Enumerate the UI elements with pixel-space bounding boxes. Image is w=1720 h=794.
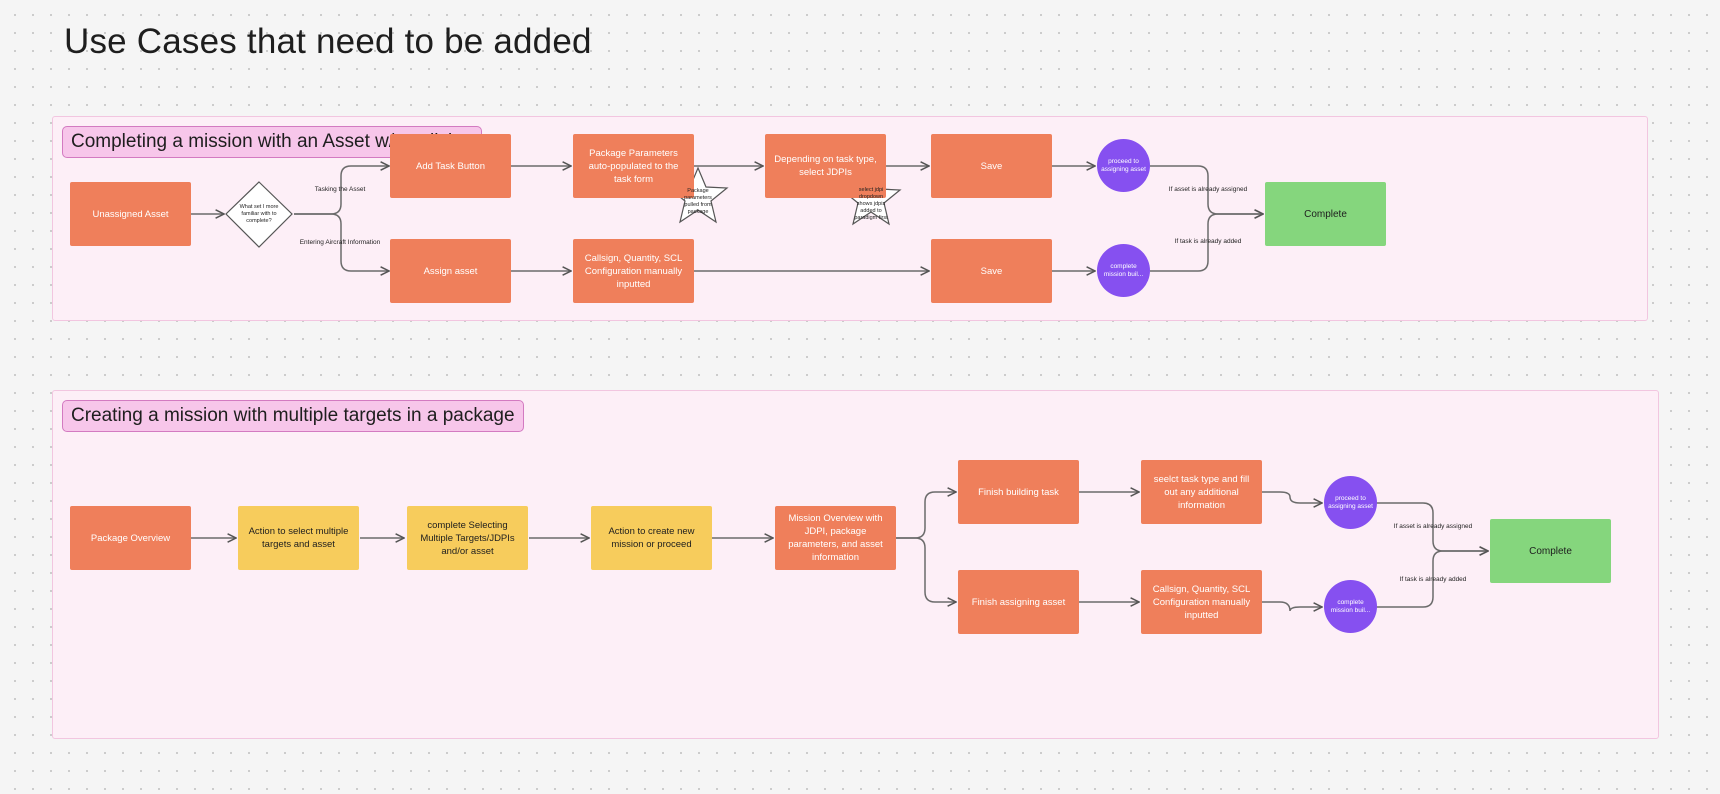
edge <box>294 213 389 271</box>
callsign-config-node[interactable]: Callsign, Quantity, SCL Configuration ma… <box>573 239 694 303</box>
add-task-button-node[interactable]: Add Task Button <box>390 134 511 198</box>
save-node[interactable]: Save <box>931 134 1052 198</box>
mission-overview-node[interactable]: Mission Overview with JDPI, package para… <box>775 506 896 570</box>
complete-mission-node[interactable]: complete mission buil... <box>1324 580 1377 633</box>
complete-selecting-node[interactable]: complete Selecting Multiple Targets/JDPI… <box>407 506 528 570</box>
complete-node[interactable]: Complete <box>1490 519 1611 583</box>
edge <box>1262 601 1322 611</box>
complete-node[interactable]: Complete <box>1265 182 1386 246</box>
edge <box>294 166 389 215</box>
save-node[interactable]: Save <box>931 239 1052 303</box>
edge <box>1150 165 1263 214</box>
finish-task-node[interactable]: Finish building task <box>958 460 1079 524</box>
finish-asset-node[interactable]: Finish assigning asset <box>958 570 1079 634</box>
complete-mission-node[interactable]: complete mission buil... <box>1097 244 1150 297</box>
package-parameters-node[interactable]: Package Parameters auto-populated to the… <box>573 134 694 198</box>
edge-label: If asset is already assigned <box>1393 523 1473 530</box>
star-note-text: select jdpi dropdown shows jdpis added t… <box>854 186 888 221</box>
page-title: Use Cases that need to be added <box>64 22 592 61</box>
edge-label: Tasking the Asset <box>314 186 366 193</box>
star-note-text: Package parameters pulled from package <box>684 188 712 215</box>
decision-diamond <box>225 181 293 248</box>
edge <box>1376 502 1488 551</box>
action-select-node[interactable]: Action to select multiple targets and as… <box>238 506 359 570</box>
proceed-assigning-node[interactable]: proceed to assigning asset <box>1097 139 1150 192</box>
edge <box>1262 491 1322 503</box>
decision-text[interactable]: What set I more familiar with to complet… <box>239 203 279 224</box>
section-label[interactable]: Creating a mission with multiple targets… <box>62 400 524 432</box>
proceed-assigning-node[interactable]: proceed to assigning asset <box>1324 476 1377 529</box>
callsign-config-node[interactable]: Callsign, Quantity, SCL Configuration ma… <box>1141 570 1262 634</box>
assign-asset-node[interactable]: Assign asset <box>390 239 511 303</box>
package-overview-node[interactable]: Package Overview <box>70 506 191 570</box>
edge-label: If task is already added <box>1174 238 1242 245</box>
edge <box>896 492 956 539</box>
edge-label: If asset is already assigned <box>1168 186 1248 193</box>
depending-task-type-node[interactable]: Depending on task type, select JDPIs <box>765 134 886 198</box>
edge <box>1376 551 1488 608</box>
edge <box>1150 214 1263 272</box>
unassigned-asset-node[interactable]: Unassigned Asset <box>70 182 191 246</box>
edge-label: If task is already added <box>1399 576 1467 583</box>
edge <box>896 537 956 602</box>
edge-label: Entering Aircraft Information <box>299 239 381 246</box>
action-create-node[interactable]: Action to create new mission or proceed <box>591 506 712 570</box>
select-task-type-node[interactable]: seelct task type and fill out any additi… <box>1141 460 1262 524</box>
